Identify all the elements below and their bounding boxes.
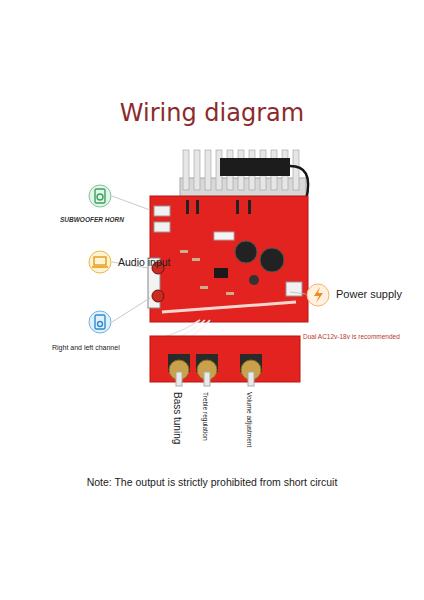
- knob-label: Treble regulation: [202, 392, 209, 441]
- tone-board: [150, 336, 300, 386]
- note-label: Dual AC12v-18v is recommended: [303, 333, 400, 340]
- knob-label: Bass tuning: [171, 392, 183, 444]
- knob-label: Volume adjustment: [246, 392, 253, 447]
- callout-label: Right and left channel: [52, 344, 120, 352]
- callout-label: SUBWOOFER HORN: [60, 216, 124, 223]
- note-text: Note: The output is strictly prohibited …: [0, 476, 424, 488]
- amplifier-board: [148, 196, 308, 322]
- power-icon: [307, 284, 329, 306]
- callout-label: Power supply: [336, 288, 402, 301]
- laptop-icon: [89, 251, 111, 273]
- diagram-title: Wiring diagram: [0, 100, 424, 128]
- leader-line: [112, 196, 306, 322]
- speaker-icon: [89, 185, 111, 207]
- speaker-icon: [89, 311, 111, 333]
- callout-label: Audio input: [118, 256, 171, 268]
